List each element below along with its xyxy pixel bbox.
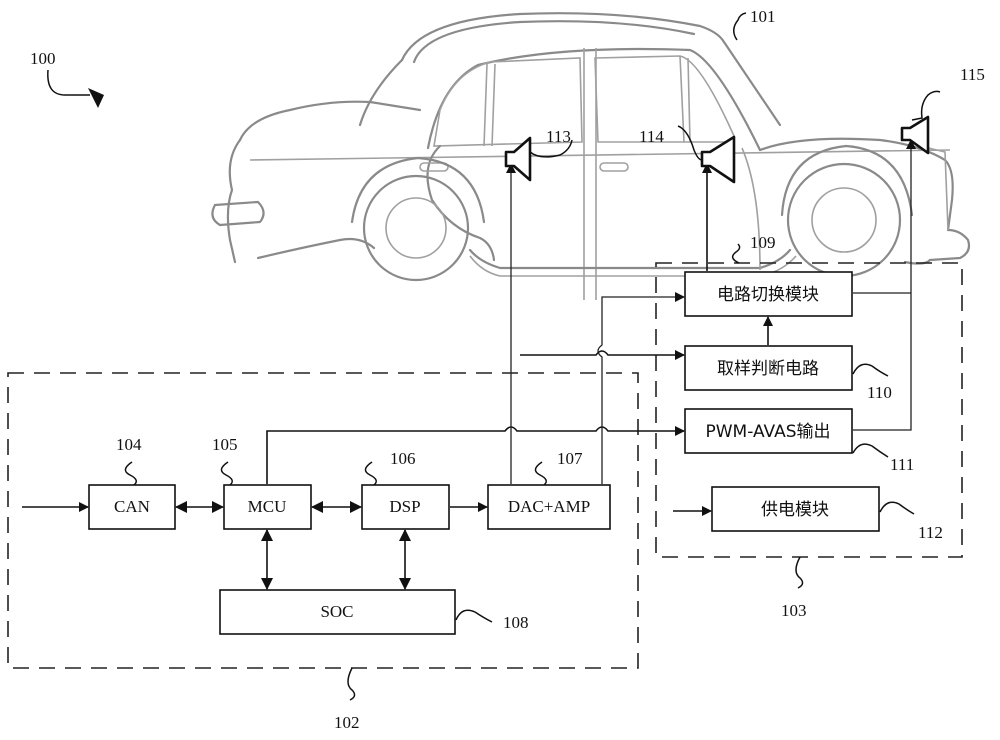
block-pwm-avas: PWM-AVAS输出	[684, 408, 853, 454]
power-supply-label: 供电模块	[761, 500, 829, 520]
sampling-judge-label: 取样判断电路	[717, 359, 819, 379]
ref-105: 105	[212, 435, 238, 454]
block-sampling-judge: 取样判断电路	[684, 345, 853, 391]
ref-115: 115	[960, 65, 985, 84]
vehicle-outline	[211, 12, 971, 300]
dac-amp-label: DAC+AMP	[508, 497, 590, 516]
controller-group-102	[7, 372, 639, 669]
speaker-113-icon	[504, 136, 532, 182]
block-soc: SOC	[219, 589, 456, 635]
block-power-supply: 供电模块	[711, 486, 880, 532]
ref-104: 104	[116, 435, 142, 454]
soc-label: SOC	[320, 602, 353, 621]
block-dac-amp: DAC+AMP	[487, 484, 611, 530]
reference-leaders	[47, 12, 941, 701]
circuit-switch-label: 电路切换模块	[717, 285, 819, 305]
ref-103: 103	[781, 601, 807, 620]
pwm-avas-label: PWM-AVAS输出	[706, 422, 831, 442]
block-dsp: DSP	[361, 484, 450, 530]
ref-112: 112	[918, 523, 943, 542]
dsp-label: DSP	[389, 497, 420, 516]
mcu-label: MCU	[248, 497, 287, 516]
system-arrow-icon	[88, 88, 104, 108]
ref-102: 102	[334, 713, 360, 732]
ref-109: 109	[750, 233, 776, 252]
can-label: CAN	[114, 497, 150, 516]
ref-101: 101	[750, 7, 776, 26]
block-circuit-switch: 电路切换模块	[684, 271, 853, 317]
signal-wires	[22, 139, 916, 590]
switch-unit-group-103	[655, 262, 963, 558]
ref-113: 113	[546, 127, 571, 146]
block-can: CAN	[88, 484, 176, 530]
speaker-115-icon	[900, 115, 930, 155]
ref-106: 106	[390, 449, 416, 468]
speaker-114-icon	[700, 135, 736, 184]
block-mcu: MCU	[223, 484, 312, 530]
ref-107: 107	[557, 449, 583, 468]
ref-110: 110	[867, 383, 892, 402]
ref-114: 114	[639, 127, 664, 146]
ref-111: 111	[890, 455, 914, 474]
ref-100: 100	[30, 49, 56, 68]
ref-108: 108	[503, 613, 529, 632]
